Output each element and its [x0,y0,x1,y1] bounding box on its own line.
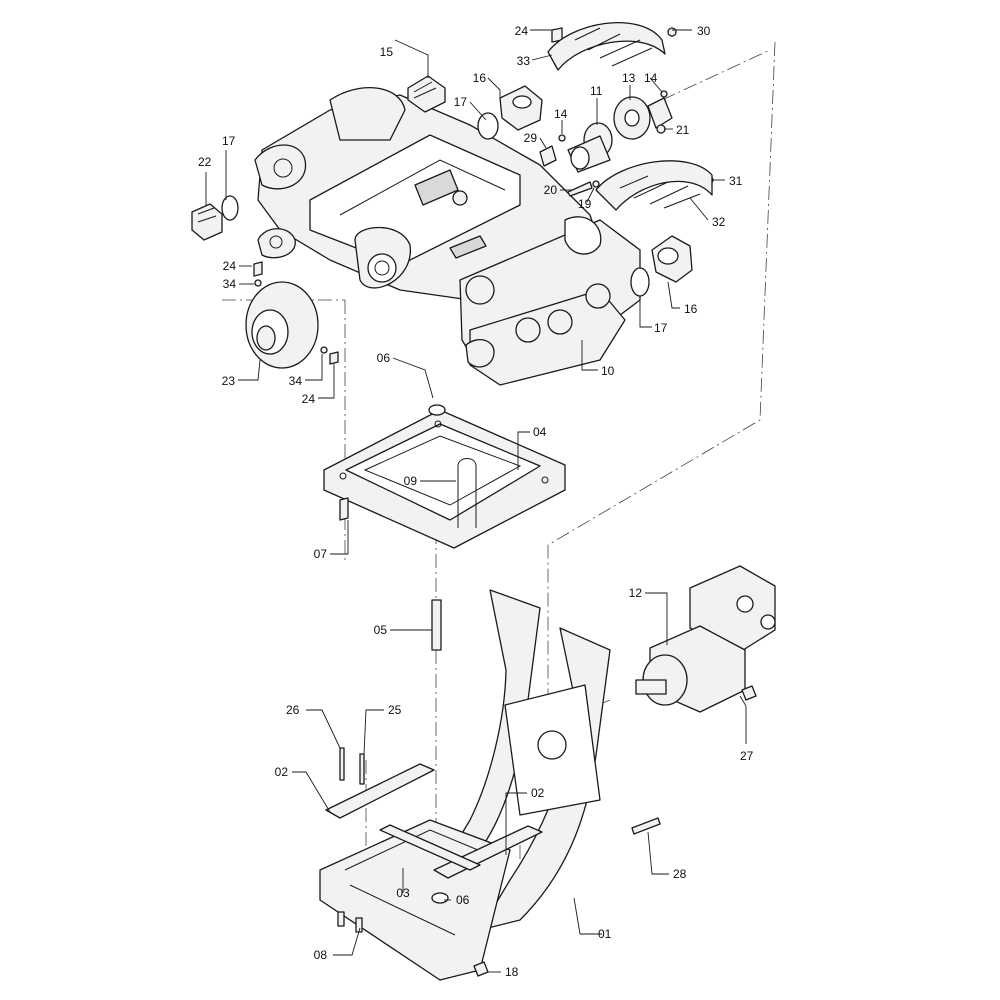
callout-24-left: 24 [223,259,237,273]
callout-10: 10 [601,364,615,378]
callout-33: 33 [517,54,531,68]
callout-labels: 15 16 17 24 33 30 13 14 11 14 29 21 20 1… [198,24,754,979]
part-16-plug-upper [499,85,543,131]
callout-31: 31 [729,174,743,188]
callout-28: 28 [673,867,687,881]
small-fasteners [253,27,714,365]
part-28-bolt [631,817,661,835]
callout-14-right: 14 [644,71,658,85]
callout-30: 30 [697,24,711,38]
part-02-plate-left [325,763,435,819]
callout-14-left: 14 [554,107,568,121]
callout-18: 18 [505,965,519,979]
callout-05: 05 [374,623,388,637]
part-22-plug [191,203,223,241]
callout-34-left: 34 [223,277,237,291]
callout-22: 22 [198,155,212,169]
callout-17-left: 17 [222,134,236,148]
callout-06-lower: 06 [456,893,470,907]
part-26-screw [339,747,345,781]
callout-15: 15 [380,45,394,59]
part-13-bearing [613,96,673,140]
callout-02-left: 02 [275,765,289,779]
part-11-flange [567,122,613,173]
callout-26: 26 [286,703,300,717]
callout-13: 13 [622,71,636,85]
part-23-cover [245,281,319,369]
callout-leaders [205,29,747,973]
part-04-frame [323,409,566,549]
callout-07: 07 [314,547,328,561]
callout-03: 03 [396,886,410,900]
part-29-key [539,145,557,167]
callout-19: 19 [578,197,592,211]
callout-04: 04 [533,425,547,439]
callout-01: 01 [598,927,612,941]
callout-06-upper: 06 [377,351,391,365]
part-06-washer-upper [428,404,446,416]
part-25-screw [359,753,365,785]
callout-21: 21 [676,123,690,137]
callout-16-upper: 16 [473,71,487,85]
callout-24-top: 24 [515,24,529,38]
callout-12: 12 [629,586,643,600]
part-03-crossbar [379,824,481,871]
callout-29: 29 [524,131,538,145]
callout-02-right: 02 [531,786,545,800]
part-09-u-bolt [457,458,477,528]
callout-24-lower: 24 [302,392,316,406]
callout-34-lower: 34 [289,374,303,388]
callout-17-upper: 17 [454,95,468,109]
callout-27: 27 [740,749,754,763]
part-05-pin [431,599,442,651]
callout-17-right: 17 [654,321,668,335]
callout-23: 23 [222,374,236,388]
pump-body [254,87,641,386]
callout-09: 09 [404,474,418,488]
callout-20: 20 [544,183,558,197]
part-16-plug-right [651,235,693,283]
callout-25: 25 [388,703,402,717]
part-07-bolt [339,497,349,521]
part-33-guard [547,22,666,71]
callout-08: 08 [314,948,328,962]
callout-32: 32 [712,215,726,229]
callout-16-right: 16 [684,302,698,316]
part-06-washer-lower [431,892,449,904]
part-27-nut [741,685,757,701]
part-01-main-frame [319,589,611,981]
part-32-guard [595,160,713,211]
callout-11: 11 [590,84,603,98]
part-12-hydraulic-motor [635,565,776,713]
